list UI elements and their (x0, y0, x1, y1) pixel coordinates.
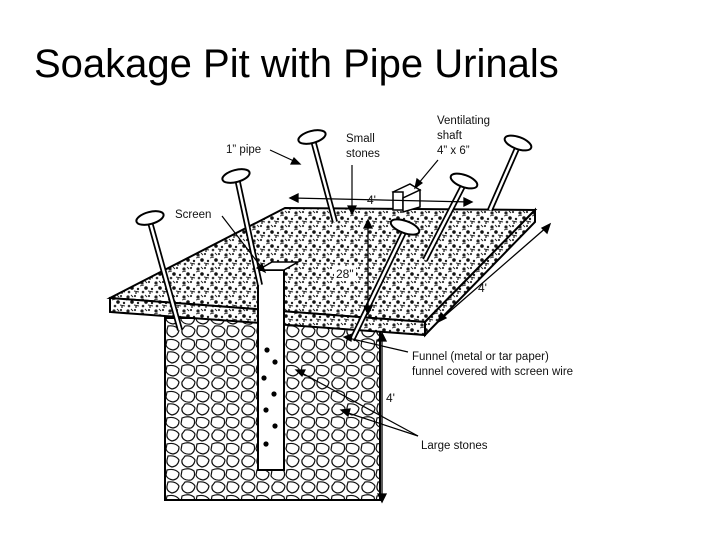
depth-label-bg (334, 266, 356, 281)
slide-title: Soakage Pit with Pipe Urinals (34, 42, 559, 86)
vent-label-line1: Ventilating (437, 115, 490, 127)
funnel-label-line1: Funnel (metal or tar paper) (412, 351, 549, 363)
width-dimension: 4' (367, 193, 376, 207)
vent-label-line3: 4” x 6” (437, 145, 470, 157)
funnel-label-line2: funnel covered with screen wire (412, 366, 573, 378)
length-dimension: 4' (478, 281, 487, 295)
ventilating-shaft (391, 183, 422, 214)
urinal-pipe-3 (297, 129, 338, 223)
small-stones-label-line2: stones (346, 148, 380, 160)
dimension-lines (288, 192, 552, 504)
urinal-pipe-5 (422, 172, 479, 262)
screen-label: Screen (175, 209, 211, 221)
perforated-pipe (255, 261, 301, 471)
small-stones-label-line1: Small (346, 133, 375, 145)
depth-top-label: 28" (336, 267, 354, 281)
urinal-pipe-4 (487, 134, 533, 212)
urinal-pipe-6 (349, 218, 421, 342)
urinal-pipe-2 (221, 168, 263, 286)
depth-dimension: 4' (386, 391, 395, 405)
urinal-pipe-1 (135, 210, 183, 331)
gravel-slab (106, 206, 538, 338)
large-stones-label: Large stones (421, 440, 488, 452)
vent-label-line2: shaft (437, 130, 463, 142)
urinal-pipes (135, 129, 533, 342)
pipe-label: 1” pipe (226, 144, 261, 156)
leader-lines (221, 149, 439, 437)
